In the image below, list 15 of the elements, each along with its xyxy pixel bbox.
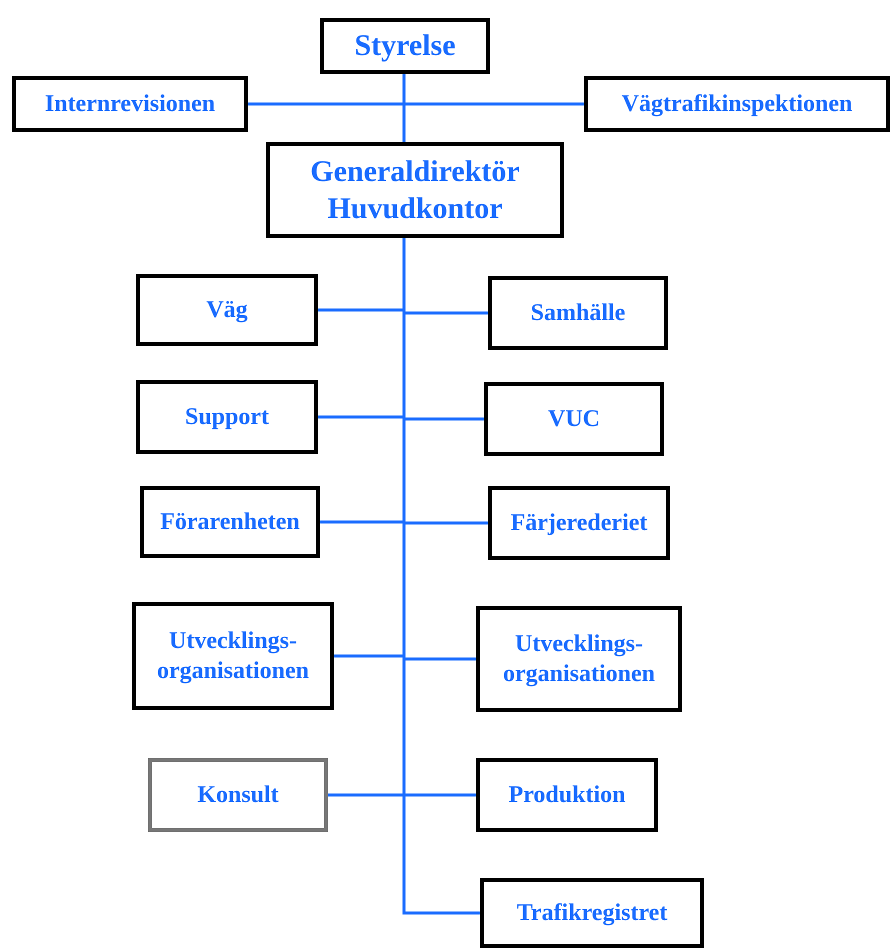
- org-unit-box: Produktion: [476, 758, 658, 832]
- org-unit-box: Väg: [136, 274, 318, 346]
- org-unit-box: Generaldirektör Huvudkontor: [266, 142, 564, 238]
- org-unit-box: Vägtrafikinspektionen: [584, 76, 890, 132]
- org-unit-box: Förarenheten: [140, 486, 320, 558]
- org-unit-box: Trafikregistret: [480, 878, 704, 948]
- org-unit-box: Utvecklings- organisationen: [132, 602, 334, 710]
- org-unit-box: Styrelse: [320, 18, 490, 74]
- org-unit-box: Support: [136, 380, 318, 454]
- org-unit-box: Färjerederiet: [488, 486, 670, 560]
- org-unit-box: Konsult: [148, 758, 328, 832]
- org-unit-box: Samhälle: [488, 276, 668, 350]
- org-unit-box: Internrevisionen: [12, 76, 248, 132]
- org-unit-box: VUC: [484, 382, 664, 456]
- org-unit-box: Utvecklings- organisationen: [476, 606, 682, 712]
